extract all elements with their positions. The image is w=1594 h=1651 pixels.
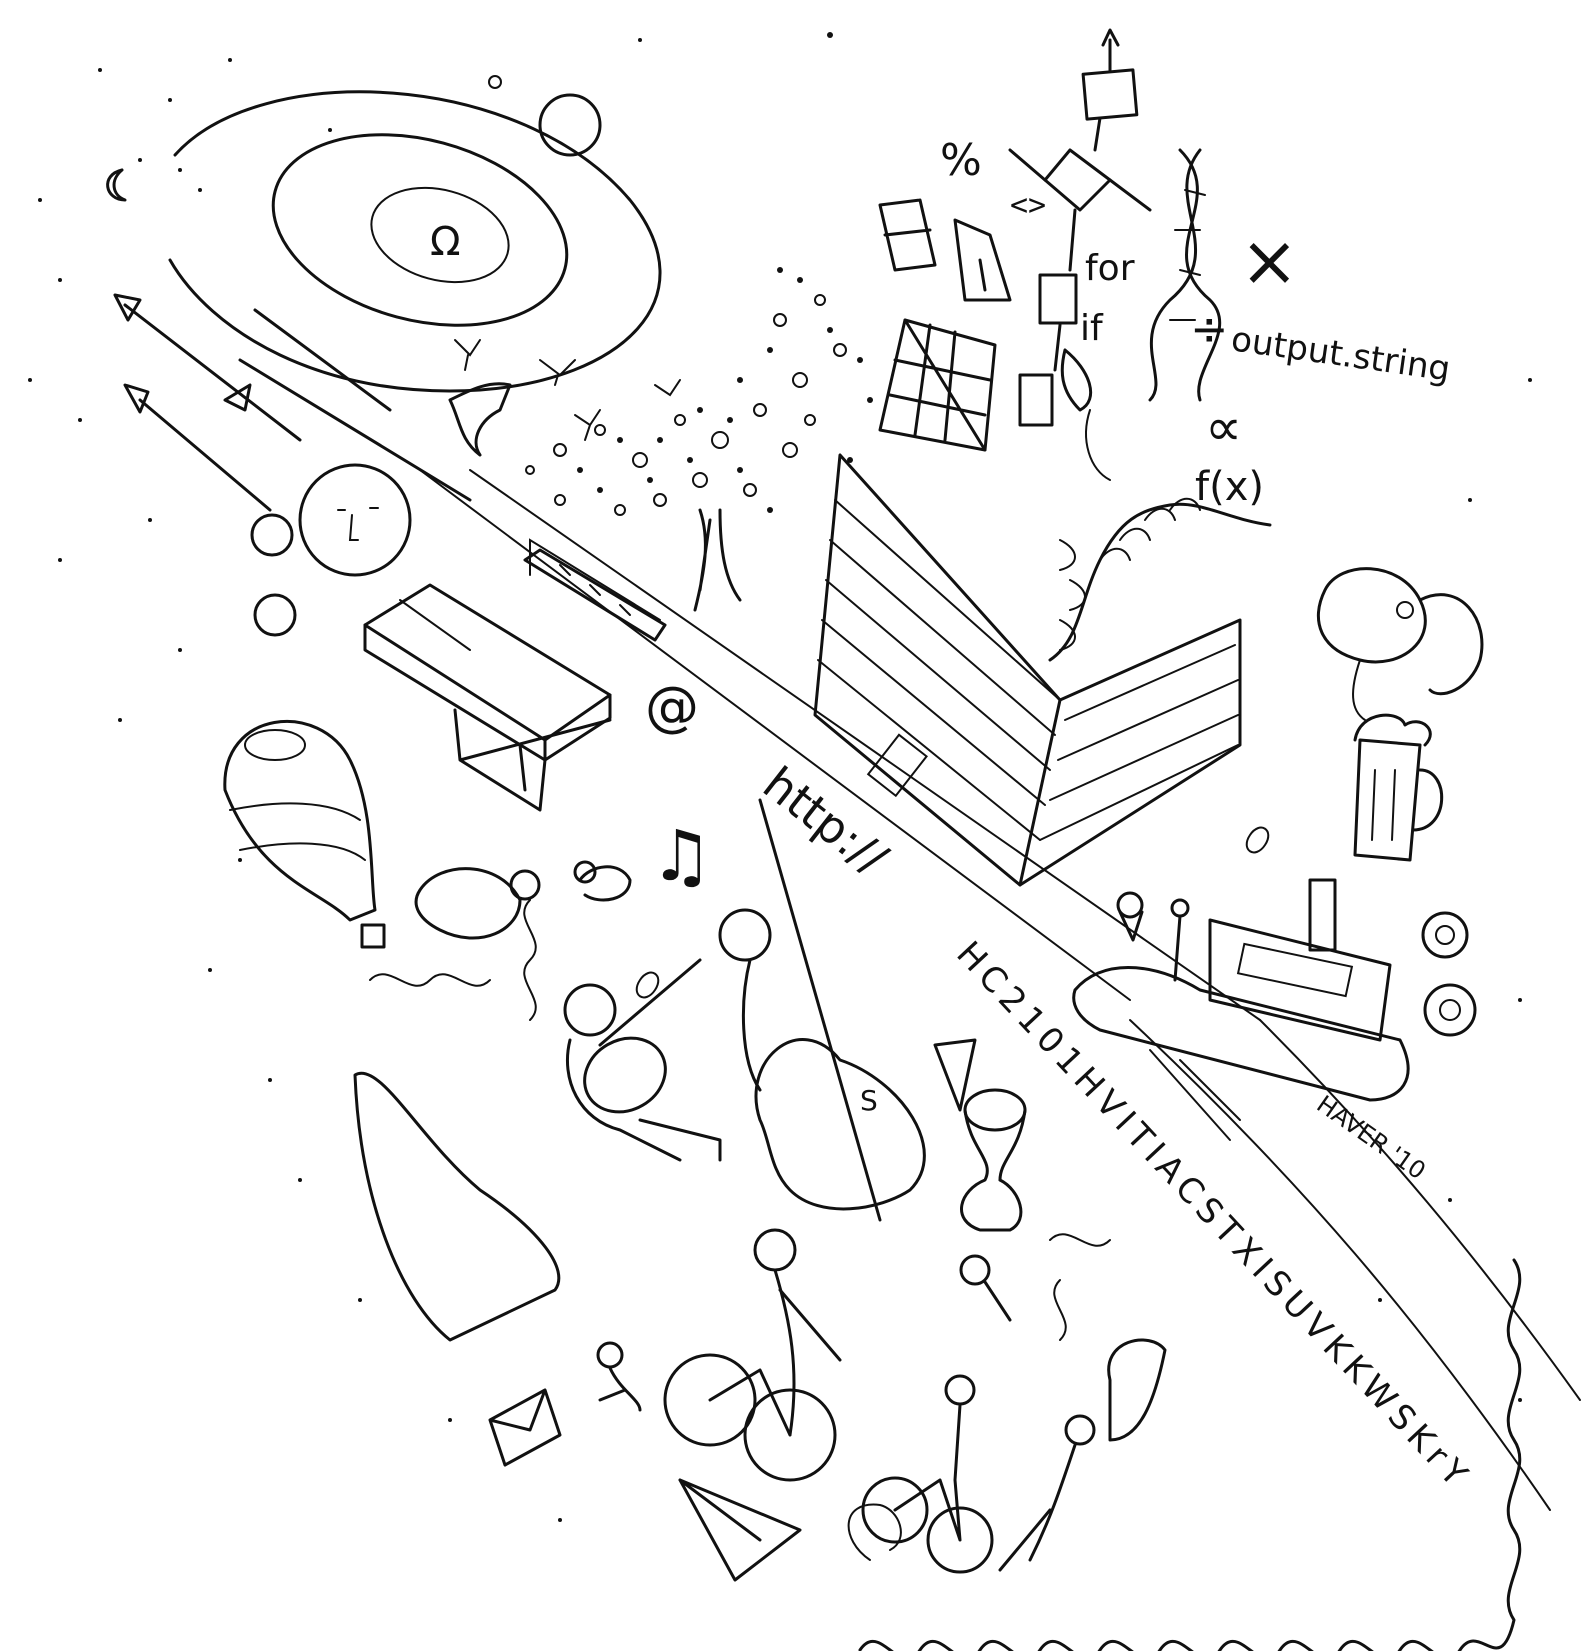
output-string-text: output.string bbox=[1229, 319, 1453, 389]
faces bbox=[250, 463, 412, 637]
cyclist-small bbox=[861, 1374, 994, 1574]
particle-tree bbox=[525, 267, 873, 612]
dna-helix bbox=[1148, 148, 1222, 402]
arrows bbox=[113, 293, 472, 512]
spring-plant bbox=[1048, 348, 1272, 662]
bench bbox=[363, 583, 612, 812]
beer-mug bbox=[1353, 713, 1444, 862]
divide-symbol: ÷ bbox=[1190, 302, 1229, 356]
songbirds bbox=[414, 860, 632, 940]
sheep bbox=[1316, 567, 1484, 721]
person-with-umbrella bbox=[998, 1338, 1167, 1572]
birds bbox=[448, 339, 681, 457]
moon-circle bbox=[538, 93, 602, 157]
music-note: ♫ bbox=[650, 815, 713, 897]
bass-f-hole: S bbox=[860, 1084, 878, 1117]
percent-symbol: % bbox=[940, 135, 982, 186]
guitarist bbox=[563, 958, 722, 1162]
boat bbox=[1072, 878, 1410, 1102]
brackets-symbol: <> bbox=[1010, 188, 1046, 223]
flowchart-diagram bbox=[1008, 28, 1152, 427]
drum bbox=[960, 1088, 1027, 1232]
times-symbol: × bbox=[1240, 220, 1299, 302]
hot-air-balloon bbox=[223, 719, 386, 949]
microphone-icon bbox=[959, 1254, 1012, 1322]
alpha-symbol: ∝ bbox=[1205, 398, 1242, 458]
http-text: http:// bbox=[753, 756, 898, 886]
horn bbox=[933, 1038, 977, 1112]
floating-shapes bbox=[878, 198, 1012, 452]
paper-plane-icon bbox=[678, 1478, 802, 1582]
envelope-icon bbox=[488, 1388, 562, 1467]
cyclist-large bbox=[663, 1228, 842, 1482]
bottom-swirl bbox=[847, 1503, 902, 1561]
bassist: S bbox=[718, 798, 926, 1222]
omega-symbol: Ω bbox=[430, 219, 461, 265]
letter-row: HC2101HVITIACSTXISUVKKWSKrY bbox=[948, 934, 1478, 1499]
galaxy-swirl: Ω bbox=[168, 90, 662, 393]
cloaked-figure bbox=[353, 1071, 561, 1342]
life-rings bbox=[1421, 911, 1477, 1037]
if-keyword: if bbox=[1080, 308, 1104, 349]
doodle-squiggles bbox=[369, 826, 1270, 1341]
scattered-dots bbox=[28, 32, 1532, 1522]
for-keyword: for bbox=[1085, 248, 1135, 289]
cat bbox=[596, 1341, 642, 1412]
at-symbol: @ bbox=[645, 675, 699, 738]
crescent-moon-icon bbox=[106, 168, 127, 202]
building bbox=[813, 453, 1242, 887]
ice-cream-icon bbox=[1116, 891, 1144, 942]
artist-signature: HAVER '10 bbox=[1312, 1090, 1431, 1185]
fx-text: f(x) bbox=[1195, 464, 1264, 510]
small-circle bbox=[488, 75, 502, 89]
